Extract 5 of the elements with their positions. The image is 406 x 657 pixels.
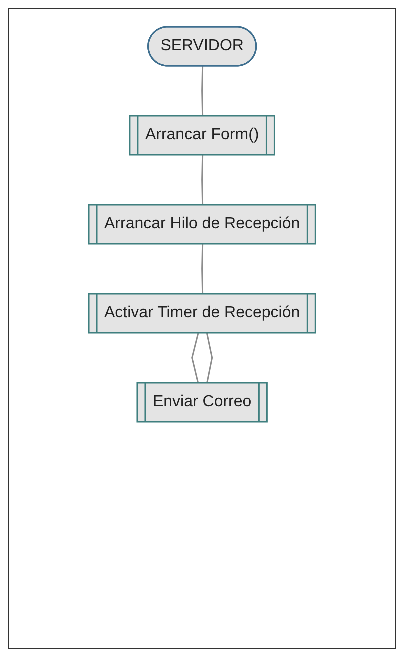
connector	[206, 333, 213, 384]
connector	[201, 66, 204, 117]
connector	[191, 333, 199, 384]
connector	[201, 155, 204, 206]
connector	[201, 244, 204, 295]
